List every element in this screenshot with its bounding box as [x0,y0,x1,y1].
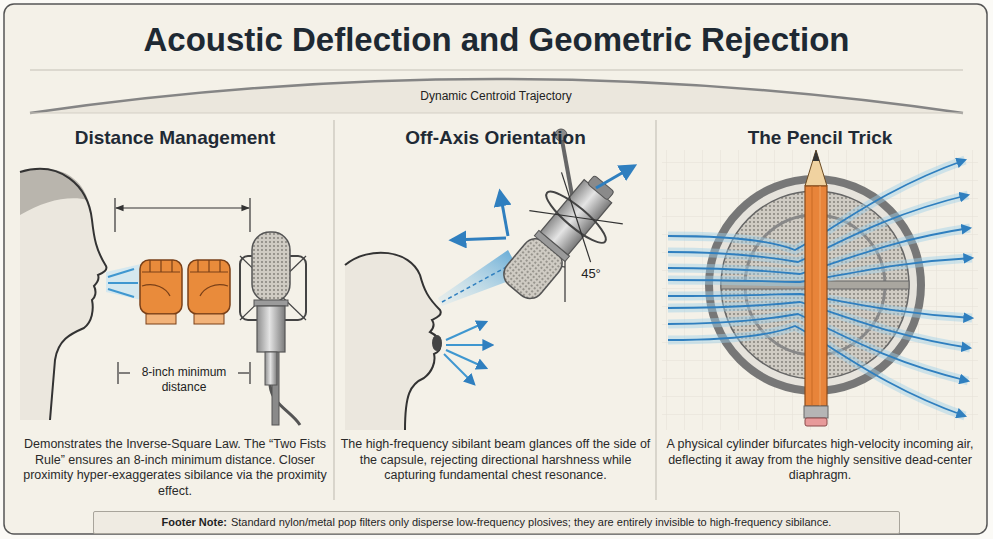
head-fill [345,253,441,430]
trajectory-fill [30,79,963,113]
panel-divider [656,120,657,500]
face-profile [20,169,106,420]
art-element [576,198,623,243]
fist [140,260,182,324]
pencil-illustration [662,150,978,430]
art-element [805,150,827,186]
art-element [188,260,230,314]
art-element [265,352,277,385]
airflow-glow [668,160,972,416]
art-element [254,300,288,306]
art-element [219,260,220,272]
panel-body: Demonstrates the Inverse-Square Law. The… [22,437,328,499]
distance-illustration [20,169,306,425]
airflow-lines [668,160,972,416]
panel-region: Distance ManagementDemonstrates the Inve… [20,124,330,502]
dimension-tick [114,198,115,232]
panel-body: The high-frequency sibilant beam glances… [340,437,651,484]
art-element [812,186,813,406]
art-element [160,260,161,272]
art-element [805,418,827,426]
band-rule [30,113,963,114]
panel-heading: Distance Management [20,126,330,150]
title-rule [30,70,963,71]
beam-axis [442,264,512,302]
dimension-tick [117,362,118,384]
open-mouth [432,335,442,351]
air-arrow [446,350,486,368]
off-axis-illustration [345,129,635,430]
trajectory-curve [30,79,963,113]
art-element [208,260,209,272]
art-element [813,150,820,161]
air-arrow [444,354,474,384]
art-element [142,285,170,296]
dimension-tick [249,198,250,232]
grid-background [662,150,978,430]
fist [188,260,230,324]
hair [20,169,88,215]
footer-text: Standard nylon/metal pop filters only di… [231,516,831,528]
art-element [529,192,576,237]
art-element [820,186,821,406]
art-element [257,306,285,352]
panel-heading: The Pencil Trick [660,126,980,150]
angled-microphone [484,158,635,316]
footer-label: Footer Note: [162,516,227,528]
art-element [200,285,228,296]
panel-heading: Off-Axis Orientation [338,126,653,150]
air-arrow [446,322,486,340]
panel-region: Off-Axis OrientationThe high-frequency s… [338,124,653,502]
face-profile [345,253,441,430]
breath-line [108,269,134,277]
head-fill [20,169,106,420]
art-element [545,172,592,217]
air-arrow [446,344,492,346]
angle-label: 45° [571,266,611,281]
breath-line [108,289,134,297]
art-element [197,260,198,272]
dimension-line [116,207,249,208]
art-element [171,260,172,272]
art-element [146,314,176,324]
dimension-tick [249,362,250,384]
panel-region: The Pencil Trick A physical cylinder bifu… [660,124,980,502]
outer-frame [4,4,987,534]
panel-body: A physical cylinder bifurcates high-velo… [662,437,978,484]
dimension-line [119,372,130,373]
diagram-title: Acoustic Deflection and Geometric Reject… [0,20,993,60]
art-element [149,260,150,272]
rejection-arrow [500,192,508,236]
pencil [804,150,828,426]
dimension-line [238,372,249,373]
art-element [140,260,182,314]
studio-microphone [240,232,306,425]
art-element [805,186,827,406]
breath-line [108,282,138,284]
dimension-label: 8-inch minimum distance [128,365,240,395]
art-element [804,406,828,418]
art-element [194,314,224,324]
panel-divider [334,120,335,500]
art-element [252,232,290,302]
art-element [560,217,607,262]
rejection-arrow [596,166,634,188]
footer-note-box: Footer Note: Standard nylon/metal pop fil… [93,511,900,534]
rejection-arrow [452,238,506,240]
trajectory-label: Dynamic Centroid Trajectory [396,89,596,104]
